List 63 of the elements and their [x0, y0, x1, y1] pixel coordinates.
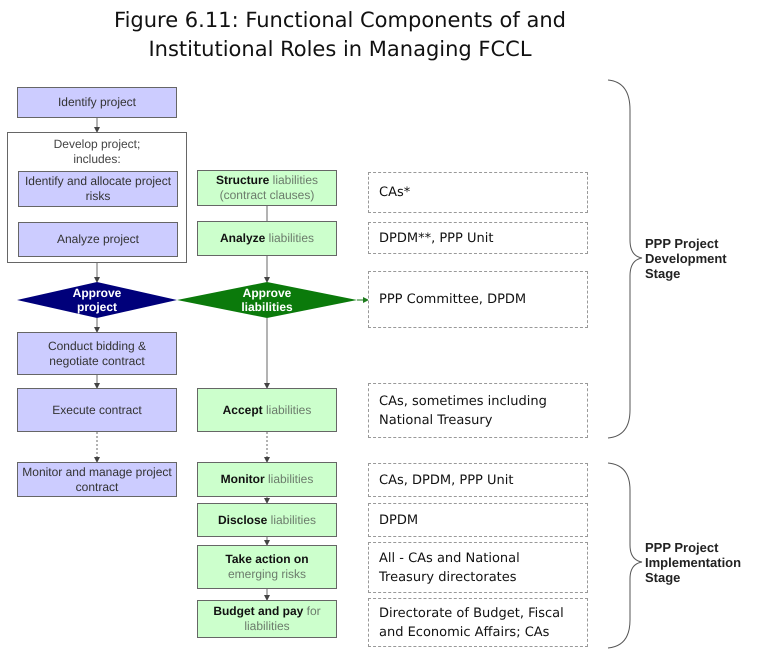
role-box [368, 503, 588, 537]
connector-arrow [94, 432, 100, 463]
role-text: CAs, sometimes including National Treasury [379, 392, 548, 430]
connector-arrow [264, 432, 270, 463]
liability-step-box [197, 388, 337, 432]
connector-arrow [264, 496, 270, 504]
connector-arrow [94, 262, 100, 283]
process-box [17, 388, 177, 432]
group-heading: Develop project; includes: [52, 137, 142, 167]
process-box [17, 332, 177, 375]
role-box [368, 271, 588, 328]
box-text: Analyze project [56, 232, 140, 247]
role-text: DPDM [379, 512, 418, 530]
connector-arrow [94, 374, 100, 389]
role-text: DPDM**, PPP Unit [379, 230, 494, 248]
group-box [7, 132, 187, 263]
role-text: All - CAs and National Treasury directorates [379, 550, 521, 586]
liability-step-box [197, 462, 337, 497]
liability-step-box [197, 545, 337, 589]
stage-label: PPP Project Development Stage [645, 236, 728, 281]
liability-step-box [197, 221, 337, 256]
role-text: CAs* [379, 184, 410, 202]
box-text: Accept liabilities [222, 402, 312, 418]
role-text: PPP Committee, DPDM [379, 291, 526, 309]
box-text: Structure liabilities (contract clauses) [214, 173, 320, 203]
role-box [368, 172, 588, 213]
process-box [17, 462, 177, 497]
box-text: Monitor and manage project contract [22, 464, 172, 494]
role-box [368, 542, 588, 593]
process-box [18, 222, 178, 257]
box-text: Analyze liabilities [220, 231, 314, 246]
box-text: Identify project [58, 95, 136, 110]
decision-diamond [177, 282, 357, 318]
role-box [368, 383, 588, 438]
role-box [368, 222, 588, 254]
box-text: Budget and pay for liabilities [212, 604, 322, 634]
figure-title: Figure 6.11: Functional Components of and Institutional Roles in Managing FCCL [113, 7, 567, 63]
decision-diamond [17, 282, 177, 318]
stage-label: PPP Project Implementation Stage [645, 540, 742, 585]
diamond-label: Approve liabilities [240, 286, 294, 314]
box-text: Conduct bidding & negotiate contract [46, 338, 148, 368]
process-box [18, 171, 178, 207]
connector-arrow [264, 318, 270, 389]
liability-step-box [197, 503, 337, 537]
connector-arrow [356, 297, 369, 303]
liability-step-box [197, 600, 337, 638]
connector-arrow [94, 318, 100, 333]
role-text: Directorate of Budget, Fiscal and Economic Affairs; CAs [379, 604, 565, 642]
role-box [368, 598, 588, 647]
box-text: Take action on emerging risks [224, 552, 310, 582]
process-box [17, 87, 177, 118]
connector-arrow [264, 588, 270, 601]
diamond-label: Approve project [72, 286, 122, 314]
connector-arrow [264, 536, 270, 546]
box-text: Execute contract [52, 402, 142, 418]
connector-arrow [264, 256, 270, 283]
box-text: Identify and allocate project risks [24, 174, 172, 204]
box-text: Monitor liabilities [220, 472, 314, 487]
role-text: CAs, DPDM, PPP Unit [379, 472, 514, 490]
liability-step-box [197, 170, 337, 206]
role-box [368, 463, 588, 497]
connector-arrow [94, 118, 100, 133]
box-text: Disclose liabilities [218, 512, 316, 528]
